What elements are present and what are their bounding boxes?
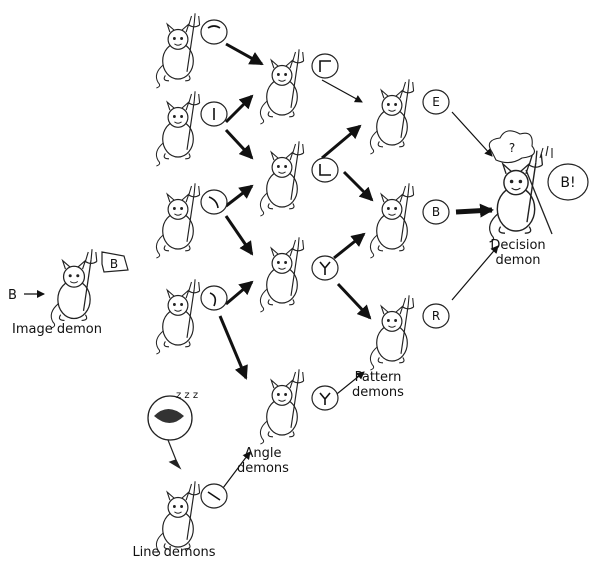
- decision-demon-figure: [488, 130, 553, 243]
- pattern-demons-label: Pattern demons: [338, 370, 418, 400]
- pattern-bubble-text-2: R: [432, 309, 440, 323]
- line-feature-strokes: [207, 25, 221, 501]
- pattern-demon-figures: [369, 78, 415, 371]
- decision-demon-label-line2: demon: [495, 253, 541, 268]
- line-demons-label: Line demons: [132, 545, 216, 560]
- angle-demons-label-line2: demons: [237, 461, 289, 476]
- angle-demons-label-line1: Angle: [244, 446, 282, 461]
- input-letter: B: [8, 288, 17, 303]
- pattern-bubbles: [422, 89, 450, 329]
- sleeping-demon-figure: [147, 395, 193, 470]
- decision-demon-label: Decision demon: [478, 238, 558, 268]
- image-bubble-text: B: [110, 257, 118, 271]
- angle-demons-label: Angle demons: [228, 446, 298, 476]
- pattern-bubble-text-1: B: [432, 205, 440, 219]
- pattern-demons-label-line1: Pattern: [354, 370, 402, 385]
- decision-bubble: [547, 163, 589, 201]
- image-demon-figure: [50, 248, 129, 329]
- line-feature-bubbles: [200, 19, 228, 509]
- sleep-text: z z z: [176, 390, 198, 401]
- angle-demon-figures: [259, 48, 305, 445]
- angle-feature-strokes: [319, 60, 331, 405]
- pattern-demons-label-line2: demons: [352, 385, 404, 400]
- line-demon-figures: [155, 12, 201, 557]
- pattern-bubble-text-0: E: [432, 95, 440, 109]
- decision-thought-text: ?: [509, 141, 515, 155]
- decision-bubble-text: B!: [560, 175, 575, 191]
- decision-demon-label-line1: Decision: [490, 238, 546, 253]
- angle-feature-bubbles: [311, 53, 339, 411]
- image-demon-label: Image demon: [12, 322, 102, 337]
- connections: [24, 42, 499, 501]
